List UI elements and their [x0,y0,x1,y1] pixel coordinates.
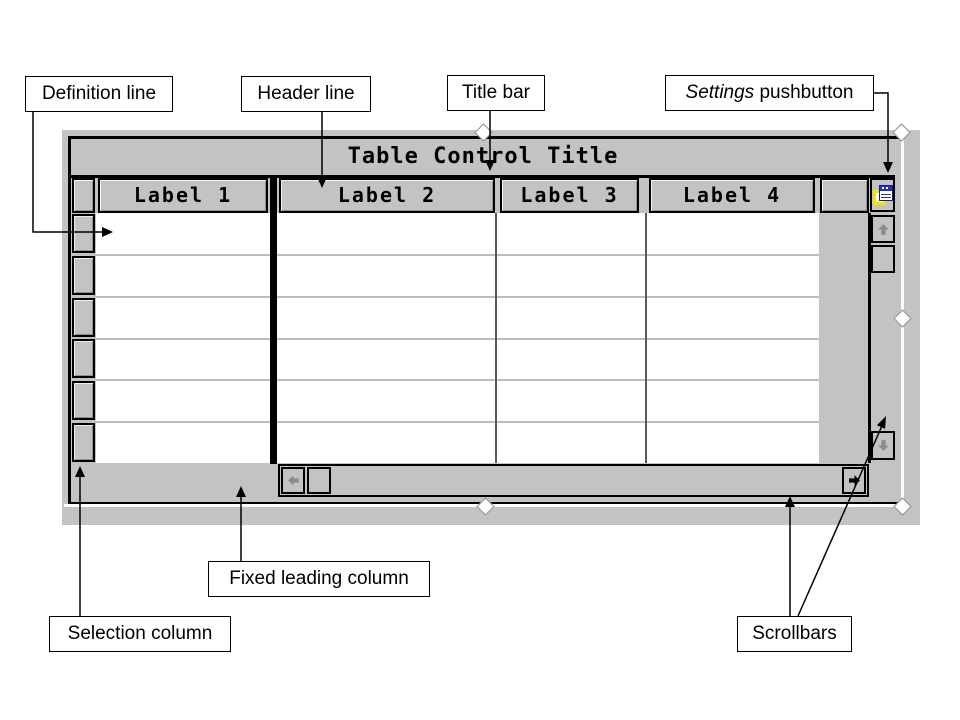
scroll-up-icon [877,223,889,235]
select-all-header-cell[interactable] [72,178,95,213]
fixed-column-separator[interactable] [270,178,277,464]
row-separator [96,421,270,423]
scrollable-columns-body [277,213,819,463]
scroll-left-icon [287,475,299,486]
vscroll-up-button[interactable] [871,215,895,243]
row-separator [96,379,270,381]
horizontal-scrollbar[interactable] [278,464,869,497]
row-separator [277,379,819,381]
fixed-leading-column-body [96,213,270,463]
row-separator [277,254,819,256]
callout-settings-word: Settings [685,82,755,103]
hscroll-left-button[interactable] [281,467,305,494]
column-separator [495,213,497,463]
settings-pushbutton[interactable] [870,178,895,212]
column-header-label2[interactable]: Label 2 [279,178,495,213]
callout-scrollbars: Scrollbars [737,616,852,652]
body-right-border [868,213,871,463]
scroll-down-icon [877,440,889,451]
callout-selection-column: Selection column [49,616,231,652]
callout-fixed-leading-column: Fixed leading column [208,561,430,597]
scroll-right-icon [848,475,860,486]
header-filler-cell [820,178,869,213]
vscroll-thumb[interactable] [871,245,895,273]
row-separator [277,296,819,298]
hscroll-thumb[interactable] [307,467,331,494]
row-separator [96,254,270,256]
row-separator [96,296,270,298]
table-title-bar: Table Control Title [71,139,895,178]
column-header-label1[interactable]: Label 1 [98,178,268,213]
row-separator [96,338,270,340]
table-control-screenshot: Table Control Title Label 1 Label 2 Labe… [62,123,920,525]
callout-header-line: Header line [241,76,371,112]
callout-settings-pushbutton: Settings pushbutton [665,75,874,111]
column-separator [645,213,647,463]
selection-cell[interactable] [72,381,95,420]
row-separator [277,421,819,423]
callout-definition-line: Definition line [25,76,173,112]
hscroll-right-button[interactable] [842,467,866,494]
selection-cell[interactable] [72,339,95,378]
callout-title-bar: Title bar [447,75,545,111]
row-separator [277,338,819,340]
column-header-label3[interactable]: Label 3 [500,178,639,213]
selection-cell[interactable] [72,423,95,462]
table-settings-icon [872,185,893,205]
selection-cell[interactable] [72,256,95,295]
table-control: Table Control Title Label 1 Label 2 Labe… [68,136,904,505]
selection-cell[interactable] [72,214,95,253]
callout-pushbutton-word: pushbutton [754,82,854,103]
vscroll-down-button[interactable] [871,431,895,460]
selection-cell[interactable] [72,298,95,337]
column-header-label4[interactable]: Label 4 [649,178,815,213]
